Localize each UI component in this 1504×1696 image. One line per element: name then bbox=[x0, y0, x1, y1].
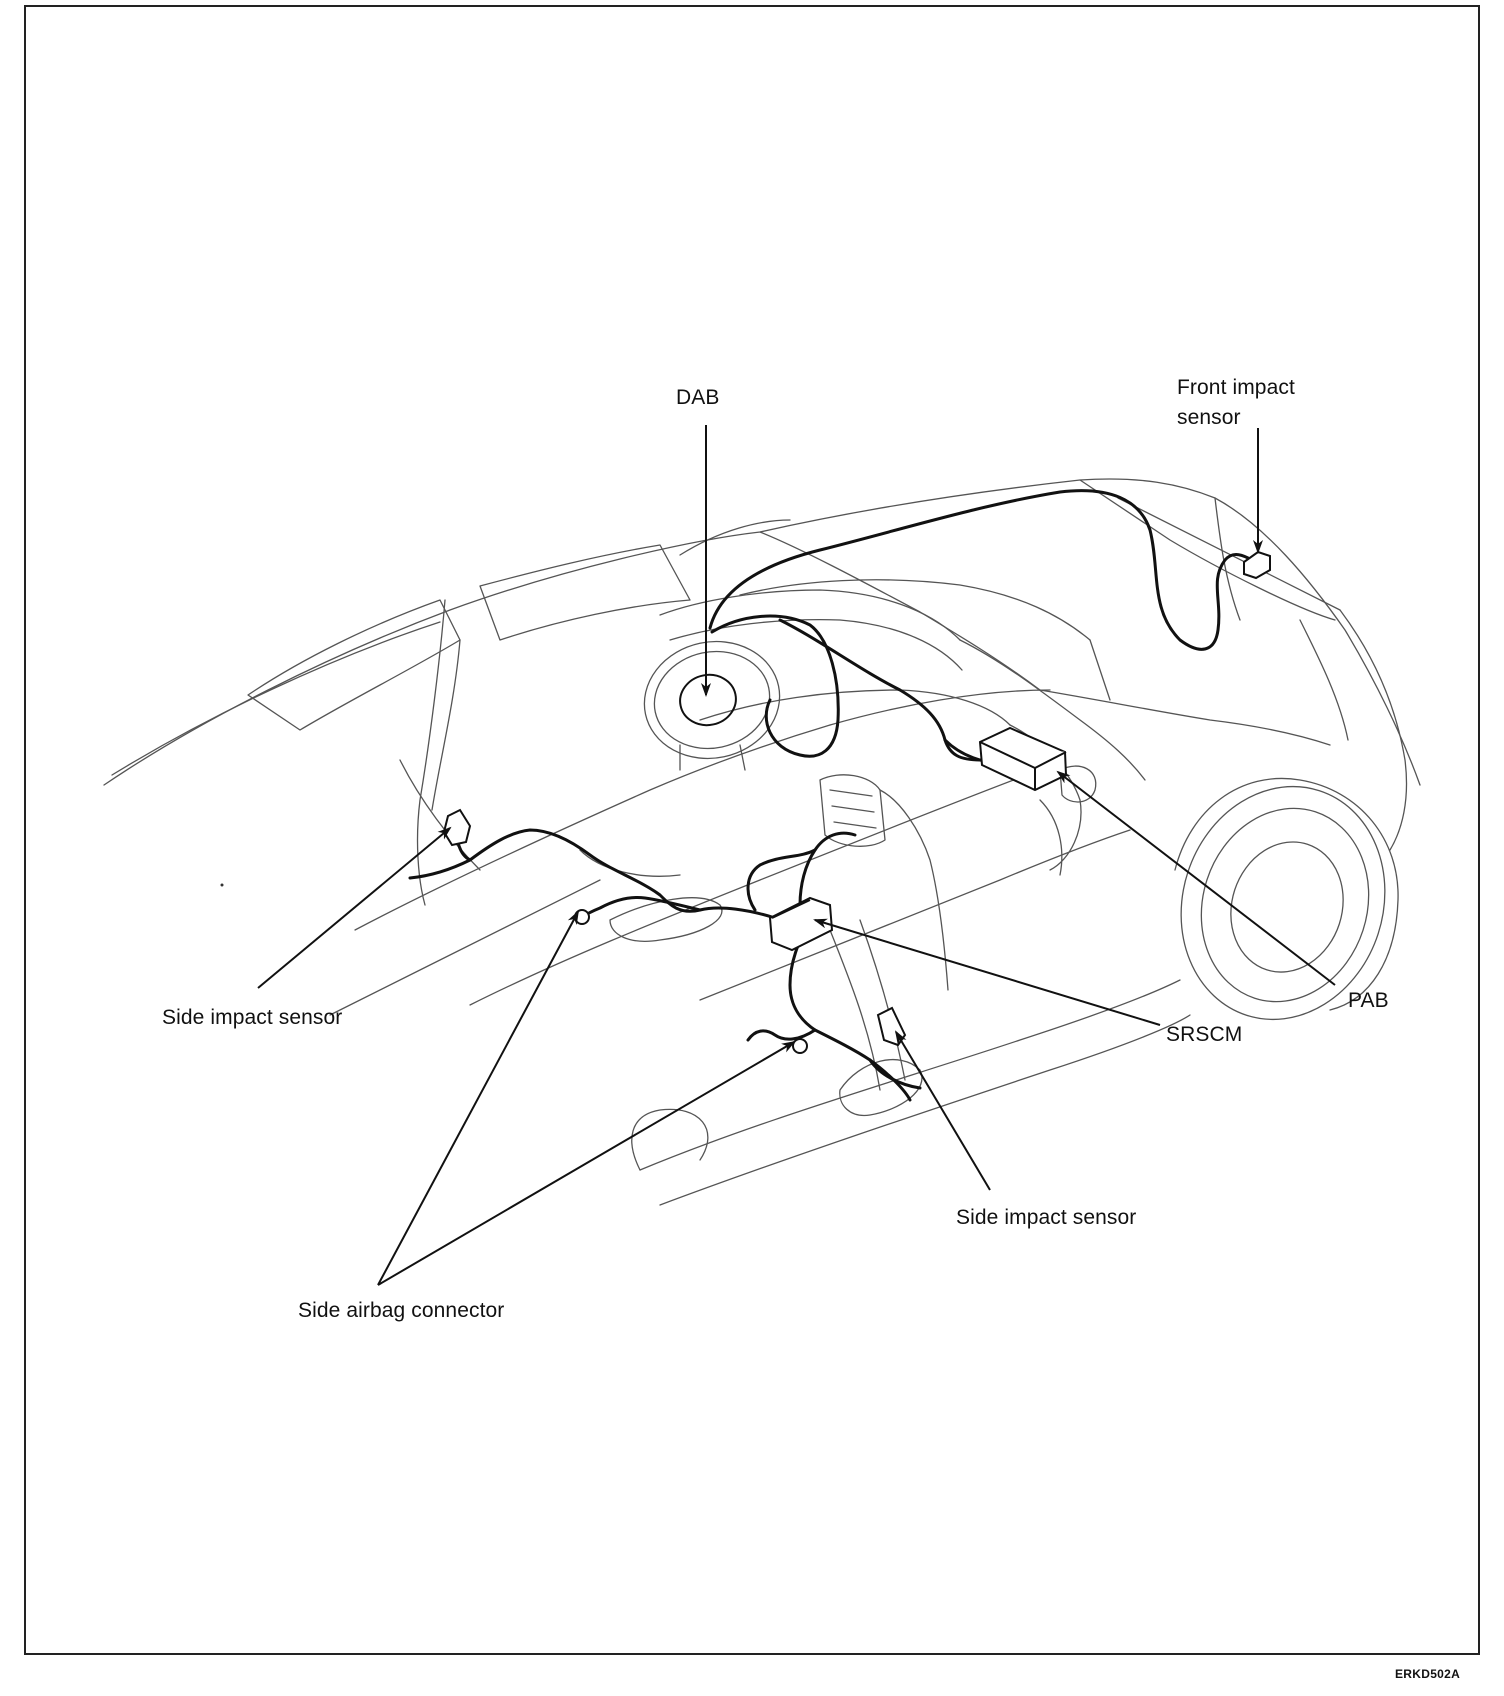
dab-module-shape bbox=[679, 673, 737, 727]
pab-module-shape bbox=[978, 726, 1068, 792]
srscm-module-shape bbox=[768, 896, 834, 952]
pab-label: PAB bbox=[1348, 989, 1389, 1012]
stray-dot bbox=[220, 883, 224, 887]
leader-lines bbox=[257, 425, 1336, 1286]
dab-label: DAB bbox=[676, 386, 720, 409]
airbag-wiring-harness bbox=[408, 489, 1250, 1102]
front-impact-sensor-label-line1: Front impact bbox=[1177, 376, 1295, 399]
srscm-label: SRSCM bbox=[1166, 1023, 1243, 1046]
front-impact-sensor-shape bbox=[1243, 550, 1271, 580]
diagram-frame bbox=[24, 5, 1480, 1655]
figure-code: ERKD502A bbox=[1395, 1667, 1461, 1681]
side-airbag-connector-label: Side airbag connector bbox=[298, 1299, 505, 1322]
side-impact-sensor-left-label: Side impact sensor bbox=[162, 1006, 343, 1029]
left-side-impact-sensor-shape bbox=[442, 808, 472, 847]
car-body-outline bbox=[103, 478, 1421, 1206]
front-impact-sensor-label-line2: sensor bbox=[1177, 406, 1241, 429]
side-impact-sensor-right-label: Side impact sensor bbox=[956, 1206, 1137, 1229]
